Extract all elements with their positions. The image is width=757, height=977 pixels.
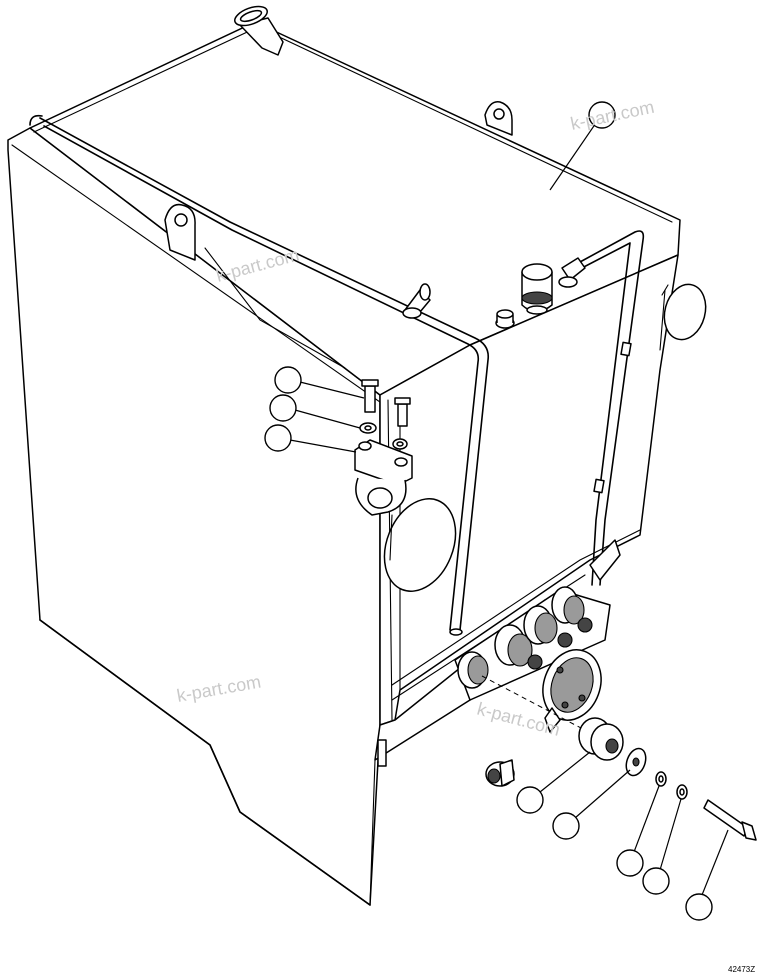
watermark-top-right: k-part.com: [569, 97, 656, 134]
bolt-2: [394, 397, 411, 427]
lifting-lug-left: [164, 203, 196, 261]
callout-2: [274, 366, 365, 399]
callout-6: [552, 769, 631, 840]
tank-body: [7, 21, 681, 906]
valve-bank: [454, 539, 621, 733]
breather-cap: [521, 263, 553, 315]
inspection-cover-right: [659, 283, 707, 351]
mount-bolt: [703, 799, 757, 841]
hose-fitting: [558, 257, 586, 288]
filler-neck: [234, 5, 284, 56]
pipe-clamp: [354, 439, 413, 516]
return-pipe: [29, 114, 645, 636]
rubber-mount: [578, 717, 624, 761]
callout-9: [685, 829, 729, 921]
elbow-fitting: [402, 283, 431, 319]
drawing-code: 42473Z: [728, 965, 755, 974]
washer-1: [359, 422, 377, 434]
bolt-1: [361, 379, 379, 413]
lifting-lug-right: [484, 101, 513, 136]
drain-plug: [485, 759, 515, 787]
mount-washer: [625, 747, 647, 777]
callout-3: [269, 394, 361, 429]
callout-4: [264, 424, 357, 453]
callout-1: [549, 101, 616, 191]
flat-washer: [676, 784, 688, 800]
callout-5: [516, 751, 591, 814]
callout-7: [616, 785, 660, 877]
lock-washer: [655, 771, 667, 787]
washer-2: [392, 438, 408, 450]
callout-8: [642, 798, 682, 895]
plug-fitting: [495, 309, 515, 329]
inspection-cover-front: [383, 498, 457, 592]
